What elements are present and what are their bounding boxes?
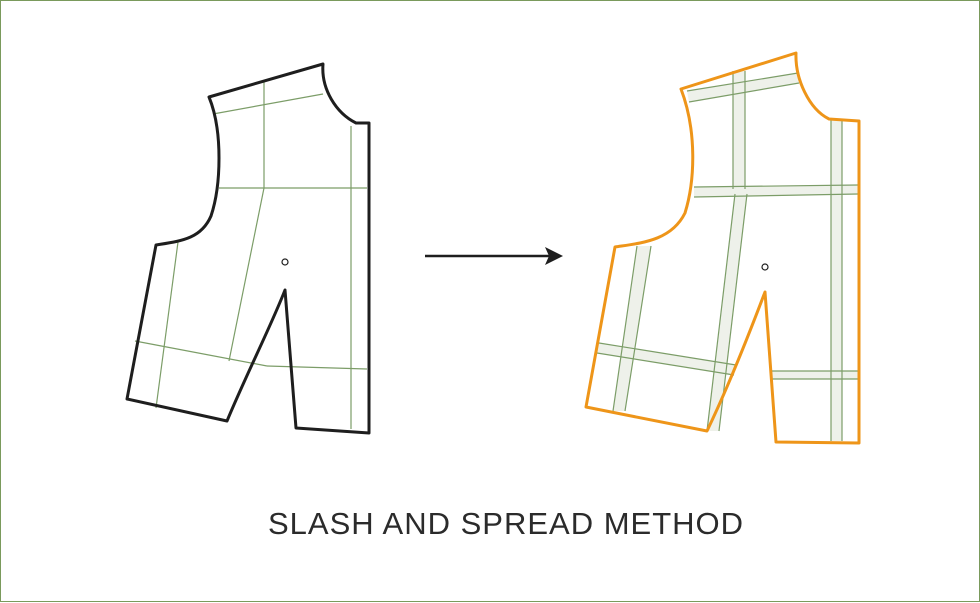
slash-line (693, 193, 859, 198)
original-bodice-outline (125, 62, 371, 435)
slash-line (228, 187, 265, 362)
slash-line (612, 245, 638, 412)
slash-line (624, 245, 652, 412)
slash-line (134, 340, 268, 367)
slash-line (598, 342, 737, 366)
slash-line (266, 365, 368, 370)
slash-line (706, 193, 736, 432)
spread-pattern (584, 51, 861, 445)
original-pattern (125, 62, 371, 435)
slash-line (686, 72, 799, 92)
slash-line (155, 241, 179, 409)
slash-line (688, 82, 800, 103)
slash-line (212, 93, 324, 115)
spread-bodice-outline (584, 51, 861, 445)
dart-point-marker (761, 263, 769, 271)
slash-line (693, 184, 859, 188)
right-arrow-icon (425, 247, 563, 265)
dart-point-marker (281, 258, 289, 266)
spread-gap-fills (597, 71, 858, 441)
diagram-caption: SLASH AND SPREAD METHOD (267, 506, 745, 541)
original-slash-lines (134, 80, 368, 429)
spread-slash-lines (596, 71, 859, 441)
slash-line (596, 352, 735, 376)
